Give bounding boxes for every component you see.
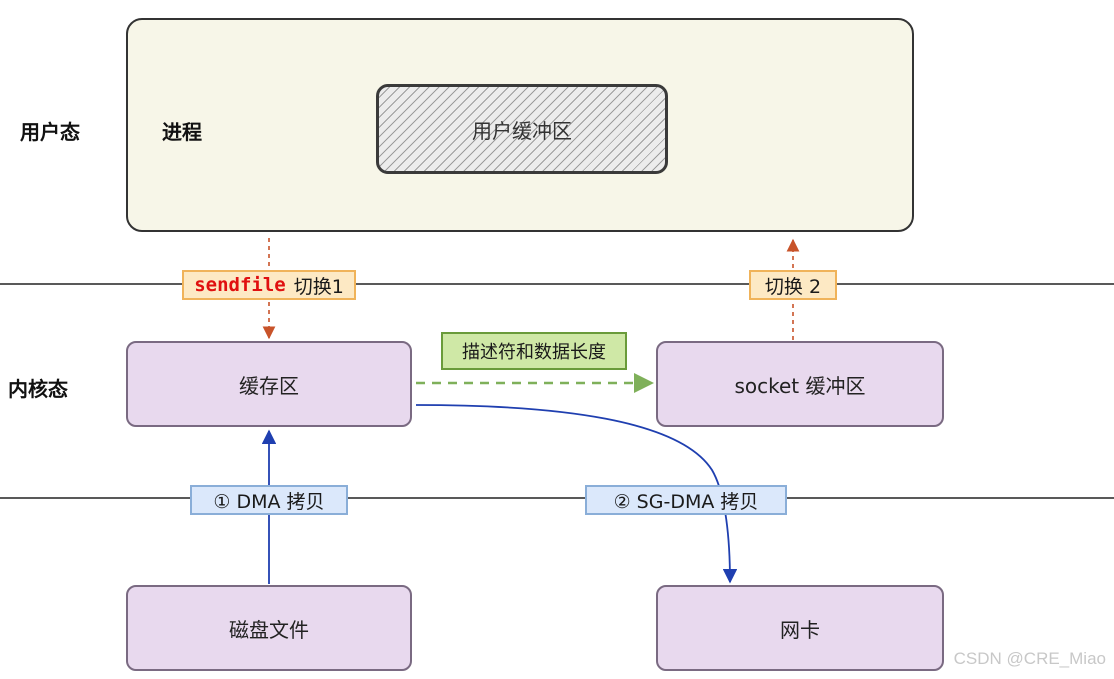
sgdma-copy-tag: ② SG-DMA 拷贝	[585, 485, 787, 515]
switch1-tag: sendfile 切换1	[182, 270, 356, 300]
kernel-mode-label: 内核态	[8, 377, 68, 401]
dma-copy-tag: ① DMA 拷贝	[190, 485, 348, 515]
socket-buffer-box: socket 缓冲区	[656, 341, 944, 427]
dma-copy-text: ① DMA 拷贝	[213, 490, 325, 513]
disk-file-label: 磁盘文件	[229, 617, 309, 642]
sgdma-copy-text: ② SG-DMA 拷贝	[613, 490, 759, 513]
switch2-tag: 切换 2	[749, 270, 837, 300]
sendfile-keyword: sendfile	[194, 274, 286, 296]
nic-label: 网卡	[780, 617, 820, 642]
process-label: 进程	[162, 120, 202, 144]
user-buffer-label: 用户缓冲区	[472, 118, 572, 143]
switch2-text: 切换 2	[764, 275, 822, 298]
cache-buffer-box: 缓存区	[126, 341, 412, 427]
user-buffer-box: 用户缓冲区	[376, 84, 668, 174]
descriptor-tag: 描述符和数据长度	[441, 332, 627, 370]
nic-box: 网卡	[656, 585, 944, 671]
disk-file-box: 磁盘文件	[126, 585, 412, 671]
descriptor-text: 描述符和数据长度	[462, 342, 606, 363]
switch1-text: 切换1	[293, 275, 344, 298]
sgdma-copy-arrow	[415, 404, 738, 584]
cache-buffer-label: 缓存区	[239, 373, 299, 398]
user-mode-label: 用户态	[20, 120, 80, 144]
socket-buffer-label: socket 缓冲区	[734, 373, 866, 398]
watermark: CSDN @CRE_Miao	[953, 649, 1106, 668]
